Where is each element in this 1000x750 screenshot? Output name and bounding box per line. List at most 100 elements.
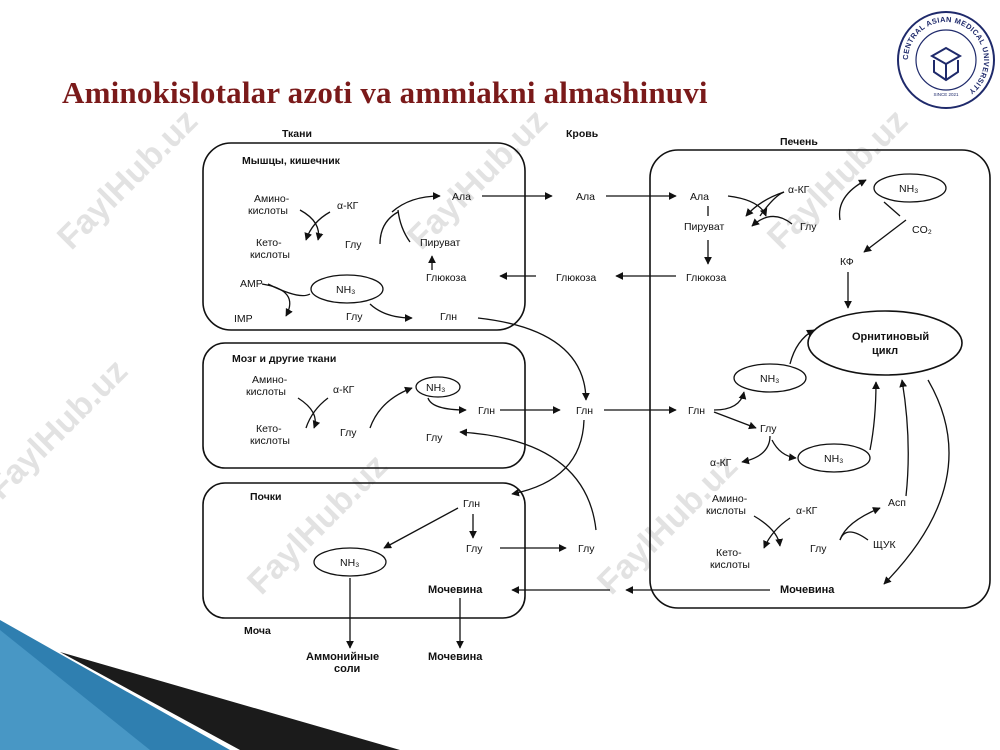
- liver-akg-c: α-КГ: [796, 505, 818, 517]
- arrow: [267, 283, 311, 297]
- arrow: [869, 381, 880, 451]
- arrow: [883, 379, 950, 585]
- liver-cycle-1: Орнитиновый: [852, 331, 929, 343]
- muscle-imp: IMP: [234, 313, 253, 325]
- liver-gln: Глн: [688, 405, 705, 417]
- muscle-gln: Глн: [440, 311, 457, 323]
- header-blood: Кровь: [566, 128, 599, 140]
- arrow: [763, 517, 791, 549]
- brain-header: Мозг и другие ткани: [232, 353, 336, 365]
- arrow: [713, 391, 747, 411]
- liver-urea: Мочевина: [780, 584, 835, 596]
- muscle-nh3: NH₃: [336, 284, 355, 296]
- header-tissues: Ткани: [282, 128, 312, 140]
- muscle-keto-1: Кето-: [256, 237, 282, 249]
- arrow: [741, 435, 771, 465]
- liver-keto-1: Кето-: [716, 547, 742, 559]
- brain-amino-1: Амино-: [252, 374, 288, 386]
- muscle-amino-2: кислоты: [248, 205, 288, 217]
- arrow: [751, 215, 793, 227]
- kidney-nh3-oval: [313, 547, 387, 577]
- liver-co2: CO₂: [912, 224, 932, 236]
- blood-glucose: Глюкоза: [556, 272, 596, 284]
- muscle-glu-2: Глу: [346, 311, 363, 323]
- arrow: [383, 507, 459, 549]
- liver-akg: α-КГ: [788, 184, 810, 196]
- arrow: [759, 191, 785, 217]
- liver-cycle-2: цикл: [872, 345, 898, 357]
- liver-nh3-oval: [873, 173, 947, 203]
- kidney-header: Почки: [250, 491, 282, 503]
- arrow: [261, 283, 293, 317]
- urine-urea: Мочевина: [428, 651, 483, 663]
- liver-nh3-c: NH₃: [824, 453, 843, 465]
- arrow: [789, 329, 815, 365]
- ornithine-cycle-oval: [807, 310, 963, 376]
- brain-glu: Глу: [340, 427, 357, 439]
- arrow: [771, 439, 797, 461]
- arrow: [838, 179, 867, 221]
- kidney-nh3: NH₃: [340, 557, 359, 569]
- logo-since: SINCE 2021: [933, 92, 959, 97]
- logo-emblem-icon: [929, 46, 963, 82]
- arrow: [839, 531, 869, 541]
- kidney-gln: Глн: [463, 498, 480, 510]
- arrow: [459, 428, 597, 531]
- arrow: [863, 219, 907, 253]
- urine-salts-1: Аммонийные: [306, 651, 379, 663]
- kidney-urea: Мочевина: [428, 584, 483, 596]
- arrow: [369, 303, 413, 322]
- liver-glu-c: Глу: [810, 543, 827, 555]
- arrow: [427, 397, 467, 414]
- university-logo: CENTRAL ASIAN MEDICAL UNIVERSITY SINCE 2…: [897, 11, 995, 109]
- arrow: [839, 507, 881, 541]
- liver-akg-b: α-КГ: [710, 457, 732, 469]
- liver-kf: КФ: [840, 256, 854, 268]
- blood-ala: Ала: [576, 191, 595, 203]
- muscle-amino-1: Амино-: [254, 193, 290, 205]
- liver-amino-1: Амино-: [712, 493, 748, 505]
- liver-glu-b: Глу: [760, 423, 777, 435]
- brain-akg: α-КГ: [333, 384, 355, 396]
- muscle-amp: AMP: [240, 278, 263, 290]
- liver-pyruvate: Пируват: [684, 221, 724, 233]
- liver-nh3-b: NH₃: [760, 373, 779, 385]
- liver-keto-2: кислоты: [710, 559, 750, 571]
- arrow: [397, 209, 411, 243]
- slide-title: Aminokislotalar azoti va ammiakni almash…: [62, 75, 708, 110]
- arrow: [304, 211, 331, 241]
- arrow: [379, 211, 399, 245]
- liver-nh3: NH₃: [899, 183, 918, 195]
- arrow: [305, 397, 329, 429]
- muscle-box: [202, 142, 526, 331]
- brain-gln: Глн: [478, 405, 495, 417]
- arrow: [883, 201, 901, 217]
- liver-nh3-oval: [797, 443, 871, 473]
- muscle-akg: α-КГ: [337, 200, 359, 212]
- brain-keto-1: Кето-: [256, 423, 282, 435]
- corner-decoration: [0, 620, 400, 750]
- urine-salts-2: соли: [334, 663, 360, 675]
- arrow: [511, 419, 585, 497]
- kidney-box: [202, 482, 526, 619]
- urine-header: Моча: [244, 625, 271, 637]
- brain-glu-2: Глу: [426, 432, 443, 444]
- liver-nh3-oval: [733, 363, 807, 393]
- brain-nh3: NH₃: [426, 382, 445, 394]
- arrow: [369, 386, 413, 429]
- arrow: [727, 195, 768, 217]
- liver-ala: Ала: [690, 191, 709, 203]
- header-liver: Печень: [780, 136, 818, 148]
- liver-oaa: ЩУК: [873, 539, 897, 551]
- arrow: [299, 209, 324, 241]
- liver-amino-2: кислоты: [706, 505, 746, 517]
- liver-glucose: Глюкоза: [686, 272, 726, 284]
- arrow: [753, 515, 783, 547]
- muscle-ala: Ала: [452, 191, 471, 203]
- arrow: [713, 411, 757, 430]
- muscle-pyruvate: Пируват: [420, 237, 460, 249]
- brain-box: [202, 342, 526, 469]
- muscle-glucose: Глюкоза: [426, 272, 466, 284]
